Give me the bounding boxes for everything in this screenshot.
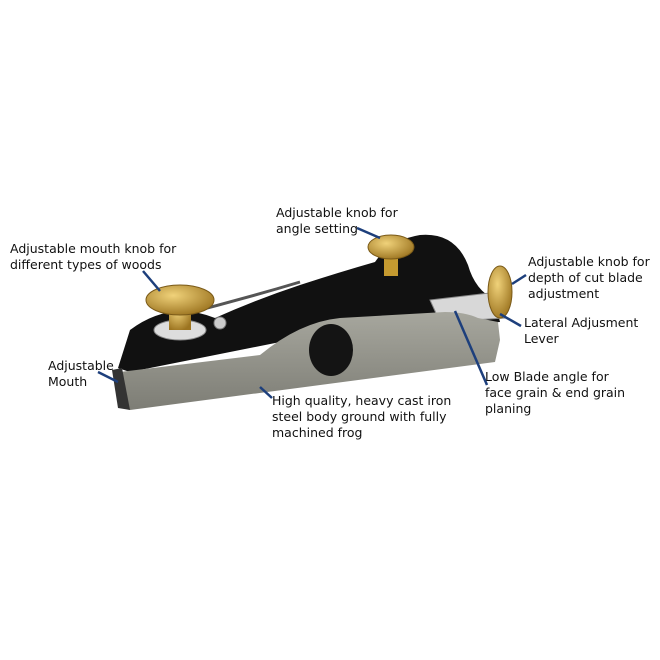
plane-top-casting xyxy=(118,234,500,372)
leader-mouth-knob xyxy=(142,270,161,292)
label-line: High quality, heavy cast iron xyxy=(272,393,452,408)
screw xyxy=(213,316,227,330)
label-lateral-lever: Lateral Adjusment Lever xyxy=(524,315,638,347)
label-line: Adjustable xyxy=(48,358,114,373)
label-line: Lateral Adjusment xyxy=(524,315,639,330)
label-line: Adjustable knob for xyxy=(276,205,398,220)
label-line: Lever xyxy=(524,331,559,346)
label-depth-knob: Adjustable knob for depth of cut blade a… xyxy=(528,254,650,302)
label-line: Adjustable knob for xyxy=(528,254,650,269)
label-line: machined frog xyxy=(272,425,363,440)
label-body: High quality, heavy cast iron steel body… xyxy=(272,393,451,441)
label-mouth-knob: Adjustable mouth knob for different type… xyxy=(10,241,176,273)
angle-knob xyxy=(367,234,415,260)
label-line: face grain & end grain xyxy=(485,385,626,400)
side-hole xyxy=(309,324,353,376)
leader-depth-knob xyxy=(511,273,527,286)
label-line: angle setting xyxy=(276,221,358,236)
leader-body xyxy=(259,386,273,399)
label-line: Low Blade angle for xyxy=(485,369,609,384)
label-blade-angle: Low Blade angle for face grain & end gra… xyxy=(485,369,625,417)
leader-mouth xyxy=(97,370,119,384)
label-line: adjustment xyxy=(528,286,600,301)
mouth-knob xyxy=(145,284,215,316)
label-angle-knob: Adjustable knob for angle setting xyxy=(276,205,398,237)
leader-lateral-lever xyxy=(499,312,522,328)
label-line: depth of cut blade xyxy=(528,270,643,285)
plane-front-end xyxy=(112,368,130,410)
label-mouth: Adjustable Mouth xyxy=(48,358,114,390)
leader-angle-knob xyxy=(356,226,381,240)
label-line: different types of woods xyxy=(10,257,162,272)
label-line: Adjustable mouth knob for xyxy=(10,241,177,256)
label-line: steel body ground with fully xyxy=(272,409,447,424)
label-line: Mouth xyxy=(48,374,88,389)
leader-blade-angle xyxy=(453,310,489,386)
depth-knob xyxy=(487,265,513,319)
label-line: planing xyxy=(485,401,532,416)
plane-side xyxy=(119,312,500,410)
leader-lines xyxy=(97,226,527,399)
